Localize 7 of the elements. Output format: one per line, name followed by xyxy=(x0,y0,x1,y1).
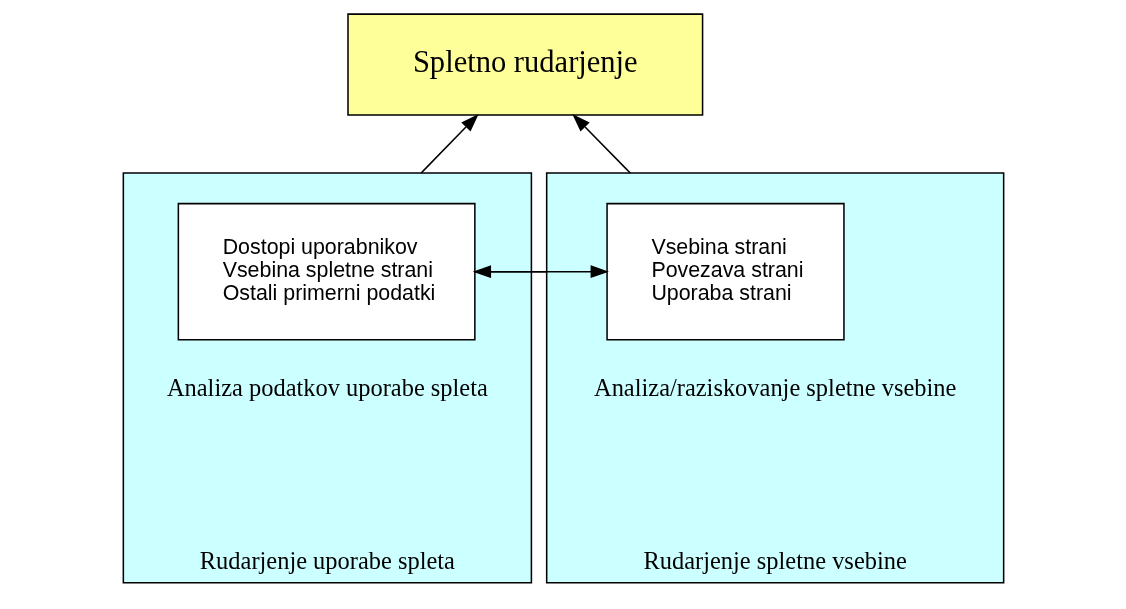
node-box: Vsebina strani Povezava strani Uporaba strani xyxy=(605,202,845,341)
arrow xyxy=(571,113,631,174)
arrow xyxy=(473,265,609,279)
node-box: Spletno rudarjenje xyxy=(346,13,703,116)
node-box: Dostopi uporabnikov Vsebina spletne strani Ostali primerni podatki xyxy=(177,202,476,341)
arrow xyxy=(472,265,547,279)
arrow xyxy=(419,113,479,174)
